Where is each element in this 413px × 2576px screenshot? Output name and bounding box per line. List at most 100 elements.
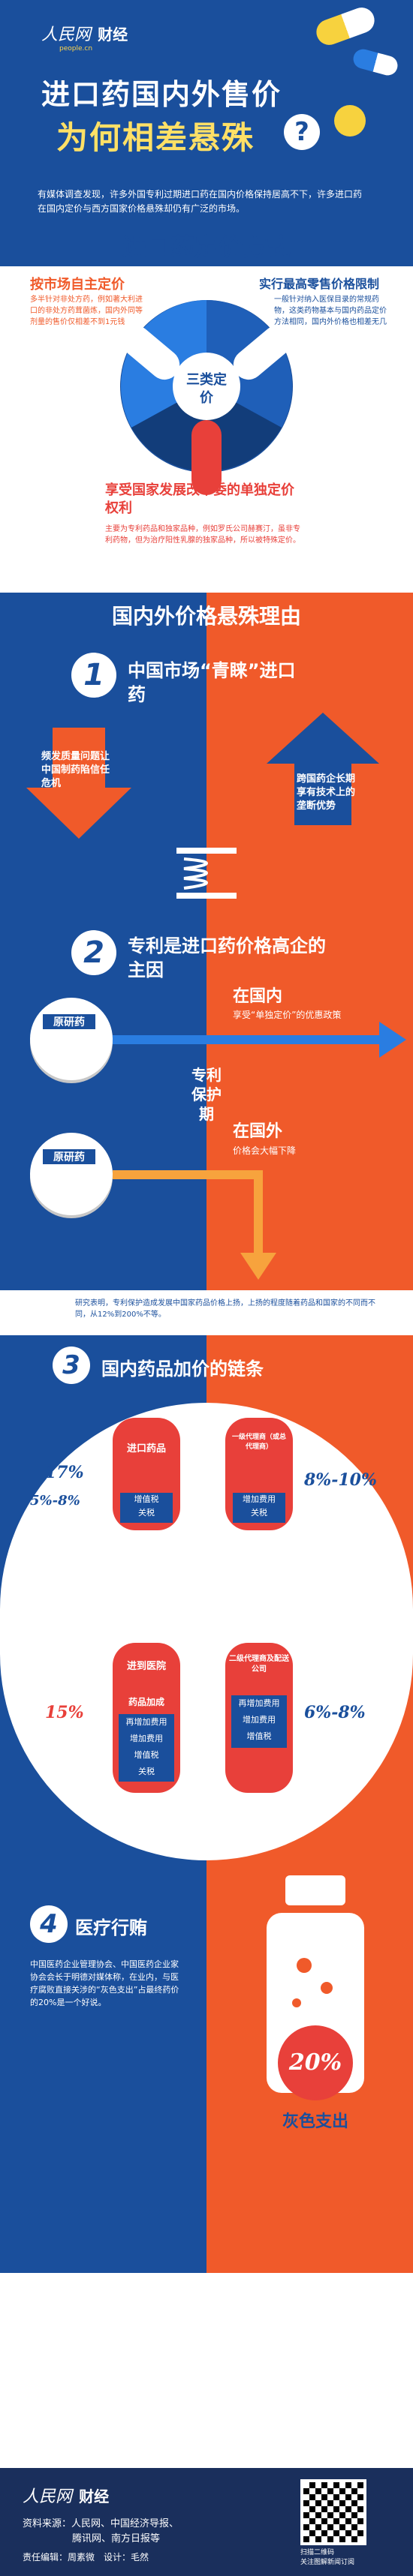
pill-icon [312,4,378,49]
chain-step3: 二级代理商及配送公司 [229,1655,289,1674]
chain-add2: 增加费用 [243,1494,276,1504]
chain-title: 国内药品加价的链条 [101,1359,264,1380]
qr-caption1: 扫描二维码 [300,2549,335,2556]
page-title-line2: 为何相差悬殊 [56,119,255,156]
bribery-section: 进到医院 药品加成 再增加费用 增加费用 增值税 关税 二级代理商及配送公司 再… [0,1635,413,2273]
reason1-right: 跨国药企长期享有技术上的垄断优势 [297,773,356,812]
intro-block: 有媒体调查发现，许多外国专利过期进口药在国内价格保持居高不下，许多进口药在国内定… [0,188,413,285]
pill1-label: 原研药 [41,1013,97,1031]
title-line-right [308,243,375,245]
pct-left1: 17% [45,1463,84,1482]
capsule-icon [351,47,400,78]
method3-title: 享受国家发展改革委的单独定价权利 [105,482,294,516]
question-badge: ? [284,114,320,150]
pct-right1: 8%-10% [304,1470,377,1490]
bribery-pct-badge: 20% [278,2025,353,2100]
tablet-icon [334,105,366,137]
reason1-left: 频发质量问题让中国制药陷信任危机 [41,751,110,789]
chain-add3a: 再增加费用 [238,1698,280,1708]
qr-code[interactable] [300,2479,366,2545]
title-line-left [38,243,105,245]
arrow-right-icon [379,1022,406,1058]
wheel-center [173,353,240,420]
chain-step2: 一级代理商（或总代理商） [231,1434,286,1451]
spring-icon [176,848,237,899]
foreign-text: 价格会大幅下降 [233,1145,297,1156]
header: 人民网 财经 people.cn 进口药国内外售价 为何相差悬殊 ? [0,0,413,188]
bribery-text: 中国医药企业管理协会、中国医药企业家协会会长于明德对媒体称，在业内，与医疗腐败直… [30,1959,179,2007]
reasons-title: 国内外价格悬殊理由 [111,604,301,629]
pricing-wheel [120,300,293,495]
chain-add1: 增值税 [134,1494,159,1504]
chain-number: 3 [53,1347,90,1384]
logo-sub: people.cn [59,45,93,53]
reason2-note: 研究表明，专利保护造成发展中国家药品价格上扬，上扬的程度随着药品和国家的不同而不… [75,1299,375,1319]
capsule-right [233,325,293,380]
reason1-number: 1 [71,653,116,698]
method1-text: 多半针对非处方药，例如著大利进口的非处方药茸菌炼，国内外同等剂量的售价仅相差不到… [30,296,143,326]
pct-left3: 15% [45,1703,84,1722]
qr-caption2: 关注图解新闻订阅 [300,2559,355,2566]
footer-logo-section: 财经 [79,2487,110,2505]
chain-add3-box: 再增加费用 增加费用 增值税 [231,1695,287,1748]
intro-divider [0,266,413,285]
patent-label: 专利保护期 [191,1066,222,1123]
pct-left2: 5%-8% [30,1493,80,1509]
pricing-center-label: 三类定价 [186,372,227,406]
chain-step5: 药品加成 [128,1697,164,1707]
pricing-diagram: 三类定价 按市场自主定价 多半针对非处方药，例如著大利进口的非处方药茸菌炼，国内… [0,270,413,593]
domestic-text: 享受“单独定价”的优惠政策 [233,1010,342,1020]
pricing-title-wrap: 进口药定价方式 [0,218,413,270]
reasons-section: 国内外价格悬殊理由 1 中国市场“青睐”进口药 频发质量问题让中国制药陷信任危机… [0,593,413,1635]
method2-text: 一般针对纳入医保目录的常规药物，这类药物基本与国内药品定价方法相同，国内外价格也… [274,296,387,326]
chain-add4a: 再增加费用 [125,1717,167,1727]
sources-line1: 人民网、中国经济导报、 [71,2518,179,2529]
footer-logo: 人民网 财经 [23,2483,109,2507]
sources-label: 资料来源： [23,2518,72,2529]
footer-logo-text: 人民网 [23,2487,73,2506]
domestic-title: 在国内 [233,987,283,1006]
page-title-line1: 进口药国内外售价 [41,78,282,111]
chain-add4c: 增值税 [134,1750,159,1760]
footer: 人民网 财经 资料来源：人民网、中国经济导报、 腾讯网、南方日报等 责任编辑：周… [0,2468,413,2576]
domestic-arrow [113,1035,383,1044]
method1-title: 按市场自主定价 [30,277,125,293]
chain-add2-box: 增加费用 关税 [233,1493,285,1523]
chain-step4: 进到医院 [126,1661,166,1672]
bribery-label: 灰色支出 [282,2112,348,2131]
bribery-pct: 20% [288,2049,342,2076]
method2-title: 实行最高零售价格限制 [259,277,380,291]
capsule-left [120,325,180,380]
pricing-title: 进口药定价方式 [122,233,291,261]
arrow-down-icon [26,728,131,839]
chain-add4b: 增加费用 [130,1734,163,1743]
intro-text: 有媒体调查发现，许多外国专利过期进口药在国内价格保持居高不下，许多进口药在国内定… [38,189,363,214]
reason2-title: 专利是进口药价格高企的主因 [128,935,326,980]
chain-add3c: 增值税 [246,1731,272,1741]
chain-add4-box: 再增加费用 增加费用 增值税 关税 [119,1714,174,1782]
footer-editor: 责任编辑：周素微 设计：毛然 [23,2552,149,2562]
logo-text: 人民网 [41,26,92,44]
pct-right2: 6%-8% [304,1703,366,1722]
sources-line2: 腾讯网、南方日报等 [72,2533,161,2544]
chain-add1b: 关税 [138,1508,155,1518]
bribery-title: 医疗行贿 [75,1917,147,1938]
reason2-number: 2 [71,930,116,975]
footer-sources: 资料来源：人民网、中国经济导报、 腾讯网、南方日报等 [23,2517,179,2547]
bribery-number: 4 [30,1905,68,1943]
method3-text: 主要为专利药品和独家品种，例如罗氏公司赫赛汀，虽非专利药物，但为治疗阳性乳腺的独… [105,525,300,545]
chain-add1-box: 增值税 关税 [120,1493,173,1523]
logo: 人民网 财经 people.cn [41,21,128,53]
logo-section: 财经 [98,26,128,44]
chain-step1: 进口药品 [126,1443,166,1455]
pill2-label: 原研药 [41,1148,97,1166]
foreign-title: 在国外 [233,1122,283,1141]
chain-add2b: 关税 [251,1508,267,1518]
reason1-title: 中国市场“青睐”进口药 [128,660,296,705]
arrow-down-small-icon [240,1253,276,1280]
reason2-note-box [0,1290,413,1335]
foreign-arrow-v [254,1170,263,1260]
chain-add4d: 关税 [138,1767,155,1776]
capsule-bottom [191,420,222,495]
foreign-arrow-h [113,1170,263,1179]
